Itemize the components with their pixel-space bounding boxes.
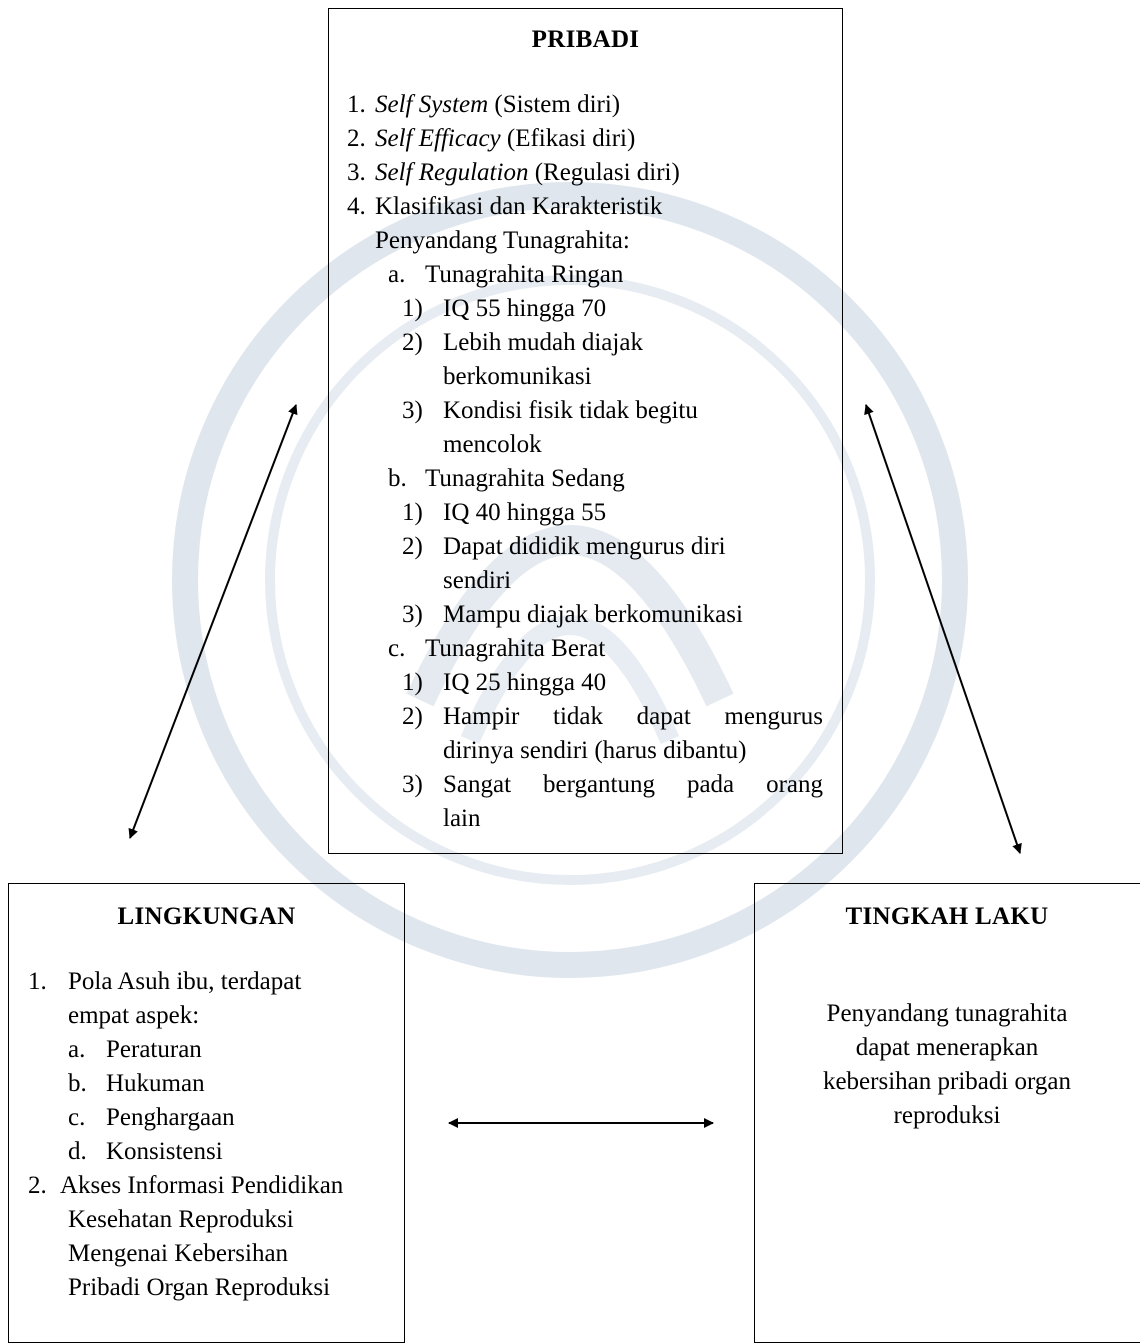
point-text: Hampir tidak dapat mengurus [443,703,823,730]
point-text: berkomunikasi [443,363,592,390]
lingkungan-title: LINGKUNGAN [117,903,296,930]
aspect-letter: b. [68,1070,87,1097]
point-text: Mampu diajak berkomunikasi [443,601,743,628]
pribadi-item-1: 1. Self System (Sistem diri) [347,88,620,122]
item-number: 3. [347,159,366,186]
tingkah-laku-text-line: kebersihan pribadi organ [822,1068,1072,1095]
pribadi-item-3: 3. Self Regulation (Regulasi diri) [347,156,680,190]
point-number: 2) [402,703,423,730]
item-term: Self Regulation [375,159,529,186]
aspect-label: Penghargaan [106,1104,235,1131]
aspect-label: Hukuman [106,1070,205,1097]
lingkungan-item-1-line2: empat aspek: [68,1002,200,1029]
aspect-letter: a. [68,1036,86,1063]
group-letter: c. [388,635,406,662]
item-desc: (Sistem diri) [488,91,621,118]
tingkah-laku-text-line: reproduksi [893,1102,1001,1129]
point-text: Dapat dididik mengurus diri [443,533,726,560]
lingkungan-item-1-number: 1. [28,968,47,995]
pribadi-item-2: 2. Self Efficacy (Efikasi diri) [347,122,635,156]
group-letter: a. [388,261,406,288]
item-desc: (Regulasi diri) [528,159,680,186]
point-number: 2) [402,329,423,356]
lingkungan-item-2-line3: Mengenai Kebersihan [68,1240,289,1267]
point-text: Kondisi fisik tidak begitu [443,397,698,424]
point-text: Lebih mudah diajak [443,329,643,356]
point-number: 1) [402,669,423,696]
point-text: IQ 55 hingga 70 [443,295,607,322]
lingkungan-item-2-line2: Kesehatan Reproduksi [68,1206,294,1233]
tingkah-laku-text-line: Penyandang tunagrahita [826,1000,1068,1027]
point-text: IQ 25 hingga 40 [443,669,607,696]
aspect-label: Konsistensi [106,1138,223,1165]
point-number: 3) [402,771,423,798]
pribadi-item-4-line2: Penyandang Tunagrahita: [375,227,630,254]
item-number: 2. [347,125,366,152]
pribadi-box [328,8,843,854]
point-text: dirinya sendiri (harus dibantu) [443,737,747,764]
item-desc: (Efikasi diri) [500,125,636,152]
aspect-label: Peraturan [106,1036,202,1063]
pribadi-item-4-number: 4. [347,193,366,220]
item-term: Self Efficacy [375,125,501,152]
point-number: 3) [402,397,423,424]
item-term: Self System [375,91,489,118]
aspect-letter: d. [68,1138,87,1165]
pribadi-tingkah-laku-arrow [864,404,1022,854]
tingkah-laku-title: TINGKAH LAKU [845,903,1049,930]
aspect-letter: c. [68,1104,86,1131]
group-label: Tunagrahita Ringan [425,261,624,288]
group-letter: b. [388,465,407,492]
pribadi-title: PRIBADI [531,26,640,53]
lingkungan-item-2-number: 2. [28,1172,47,1199]
point-text: Sangat bergantung pada orang [443,771,823,798]
item-number: 1. [347,91,366,118]
lingkungan-item-1-line1: Pola Asuh ibu, terdapat [68,968,302,995]
pribadi-item-4-line1: Klasifikasi dan Karakteristik [375,193,663,220]
group-label: Tunagrahita Berat [425,635,606,662]
group-label: Tunagrahita Sedang [425,465,625,492]
point-text: IQ 40 hingga 55 [443,499,607,526]
lingkungan-item-2-line1: Akses Informasi Pendidikan [60,1172,344,1199]
pribadi-lingkungan-arrow [128,404,298,839]
point-text: lain [443,805,481,832]
point-text: sendiri [443,567,512,594]
point-number: 1) [402,499,423,526]
point-number: 1) [402,295,423,322]
lingkungan-item-2-line4: Pribadi Organ Reproduksi [68,1274,331,1301]
point-number: 2) [402,533,423,560]
tingkah-laku-text-line: dapat menerapkan [855,1034,1039,1061]
point-text: mencolok [443,431,542,458]
point-number: 3) [402,601,423,628]
